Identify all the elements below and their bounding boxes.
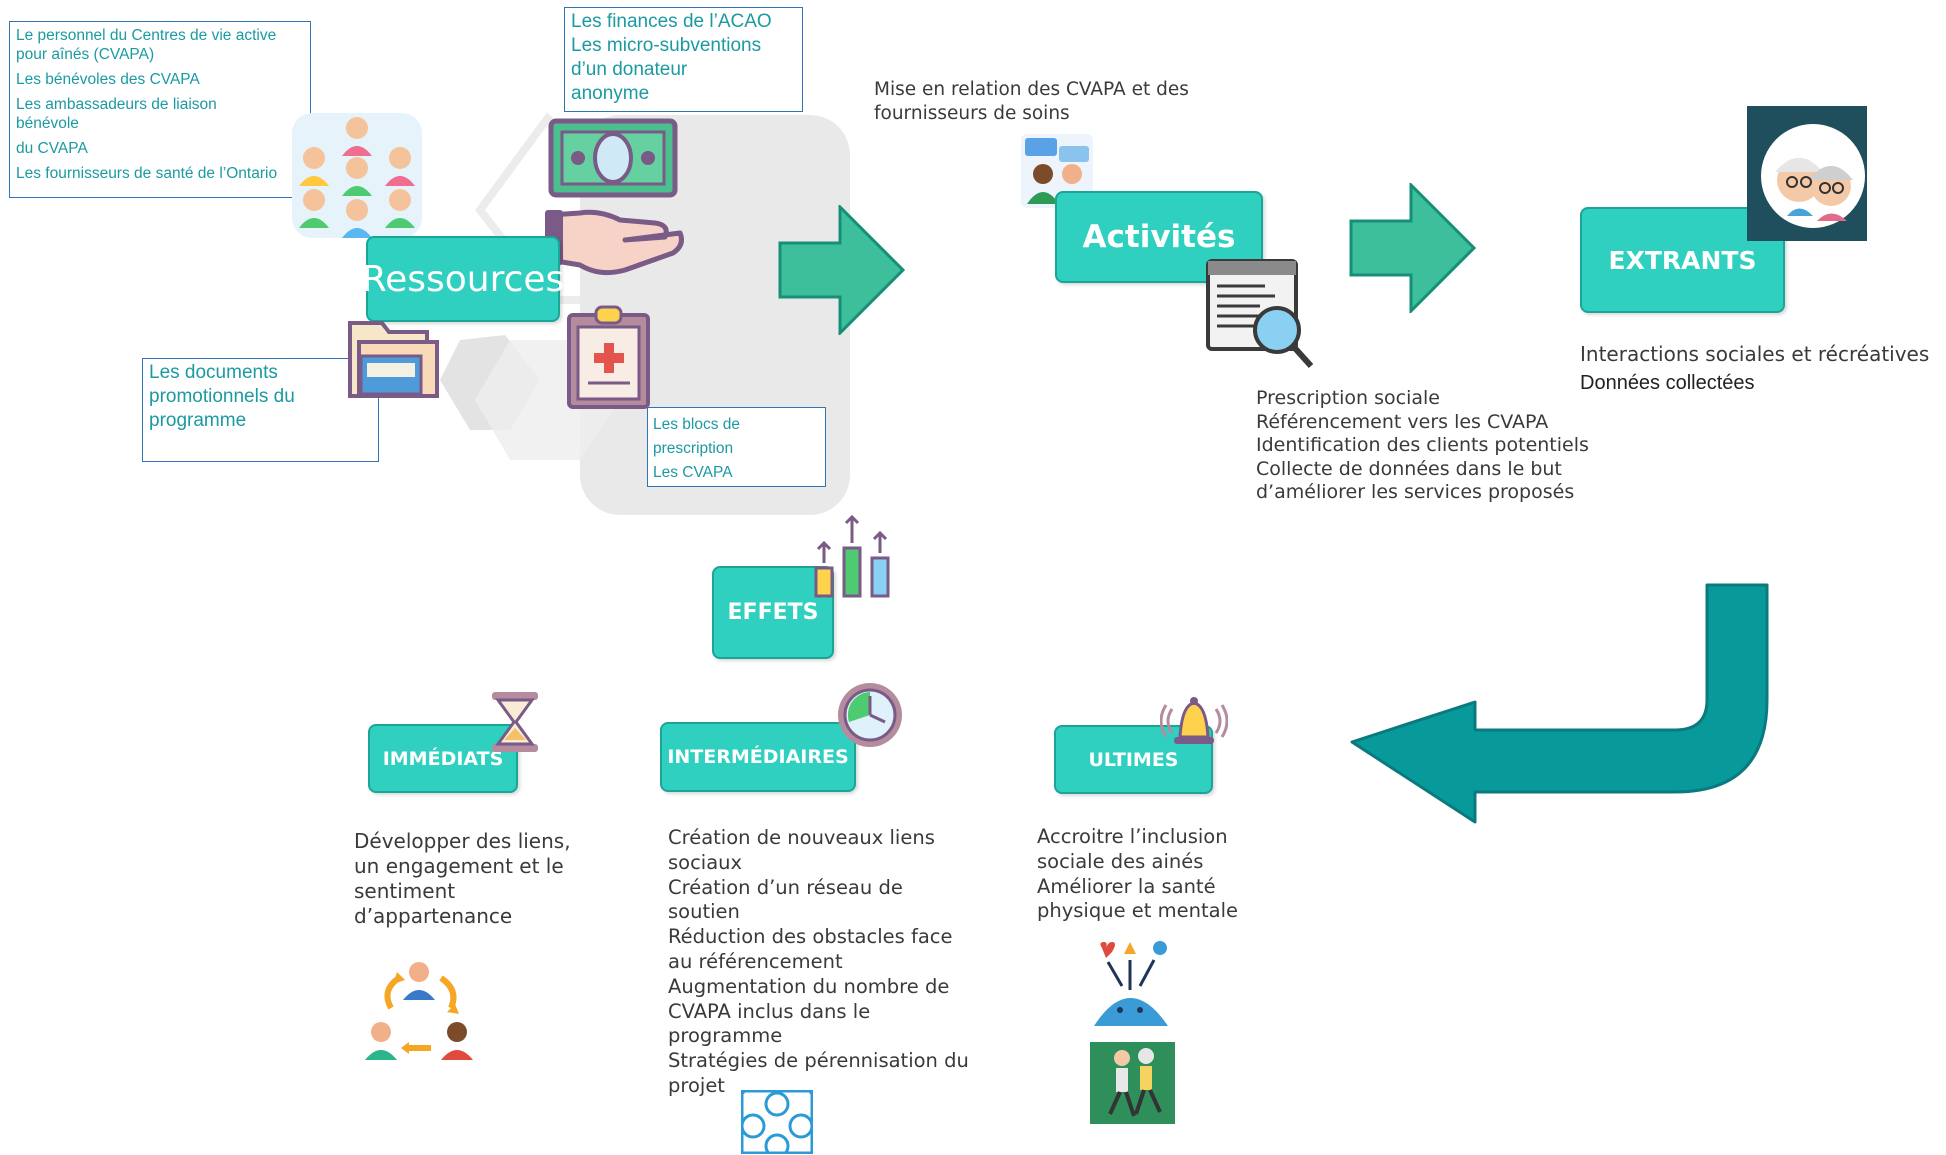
intermediate-line-11: projet xyxy=(668,1073,725,1097)
activities-line-1: Prescription sociale xyxy=(1256,387,1440,409)
ultimate-label-text: ULTIMES xyxy=(1088,748,1179,771)
joy-icon xyxy=(1094,941,1168,1026)
seniors-avatar-icon xyxy=(1747,106,1867,241)
intermediate-line-4: soutien xyxy=(668,900,740,924)
intermediate-label-text: INTERMÉDIAIRES xyxy=(667,746,849,768)
prescription-text: Les blocs de prescription Les CVAPA xyxy=(653,413,740,485)
chat-people-icon xyxy=(1021,134,1093,208)
activities-intro-line-1: Mise en relation des CVAPA et des xyxy=(874,79,1189,100)
clipboard-medical-icon xyxy=(567,305,650,409)
resources-label: Ressources xyxy=(362,236,564,322)
clock-icon xyxy=(838,683,902,747)
intermediate-text: Création de nouveaux liens sociaux Créat… xyxy=(668,826,969,1099)
immediate-label-text: IMMÉDIATS xyxy=(382,747,504,770)
intermediate-line-9: programme xyxy=(668,1024,783,1048)
immediate-line-3: sentiment xyxy=(354,879,456,903)
resources-people-box xyxy=(9,21,311,198)
prescription-line-1: Les blocs de xyxy=(653,416,741,433)
immediate-text: Développer des liens, un engagement et l… xyxy=(354,829,571,929)
intermediate-line-8: CVAPA inclus dans le xyxy=(668,999,871,1023)
finances-text: Les finances de l’ACAO Les micro-subvent… xyxy=(571,10,803,106)
immediate-line-1: Développer des liens, xyxy=(354,829,571,853)
ultimate-text: Accroitre l’inclusion sociale des ainés … xyxy=(1037,825,1238,924)
intermediate-line-3: Création d’un réseau de xyxy=(668,875,903,899)
resources-people-list: Le personnel du Centres de vie active po… xyxy=(16,26,306,183)
network-people-icon xyxy=(741,1090,813,1154)
activities-list: Prescription sociale Référencement vers … xyxy=(1256,387,1589,505)
resources-label-text: Ressources xyxy=(361,258,565,300)
documents-text: Les documents promotionnels du programme xyxy=(149,361,295,433)
documents-line-3: programme xyxy=(149,410,247,431)
activities-intro: Mise en relation des CVAPA et des fourni… xyxy=(874,78,1189,126)
people-line-2: pour aînés (CVAPA) xyxy=(16,46,155,63)
arrow-outputs-to-effects xyxy=(1350,583,1769,824)
running-seniors-icon xyxy=(1090,1042,1175,1124)
ultimate-line-4: physique et mentale xyxy=(1037,899,1238,923)
finances-line-3: d’un donateur xyxy=(571,59,688,80)
intermediate-line-1: Création de nouveaux liens xyxy=(668,826,935,849)
folder-icon xyxy=(348,321,439,398)
intermediate-label: INTERMÉDIAIRES xyxy=(660,722,856,792)
activities-intro-line-2: fournisseurs de soins xyxy=(874,103,1070,124)
prescription-box xyxy=(647,407,826,487)
people-line-5: bénévole xyxy=(16,115,79,132)
effects-label-text: EFFETS xyxy=(727,600,819,625)
activities-line-2: Référencement vers les CVAPA xyxy=(1256,410,1549,433)
activities-line-4: Collecte de données dans le but xyxy=(1256,457,1562,480)
growth-chart-icon xyxy=(814,514,890,598)
monitor-search-icon xyxy=(1206,259,1314,369)
immediate-line-2: un engagement et le xyxy=(354,854,564,878)
arrow-activities-to-outputs xyxy=(1349,183,1477,313)
finances-box xyxy=(564,7,803,112)
people-group-icon xyxy=(292,113,422,238)
money-bill-icon xyxy=(548,118,678,198)
people-line-1: Le personnel du Centres de vie active xyxy=(16,27,277,44)
arrow-resources-to-activities xyxy=(778,205,906,335)
outputs-line-2: Données collectées xyxy=(1580,372,1755,394)
people-line-7: Les fournisseurs de santé de l’Ontario xyxy=(16,165,278,182)
bell-icon xyxy=(1160,697,1228,744)
outputs-line-1: Interactions sociales et récréatives xyxy=(1580,342,1930,366)
people-line-6: du CVAPA xyxy=(16,140,88,157)
outputs-label: EXTRANTS xyxy=(1580,207,1785,313)
effects-label: EFFETS xyxy=(712,566,834,659)
intermediate-line-7: Augmentation du nombre de xyxy=(668,974,950,998)
ultimate-line-1: Accroitre l’inclusion xyxy=(1037,825,1228,848)
finances-line-4: anonyme xyxy=(571,83,650,104)
cycle-people-icon xyxy=(365,962,473,1060)
activities-label-text: Activités xyxy=(1082,219,1236,255)
intermediate-line-5: Réduction des obstacles face xyxy=(668,925,953,949)
intermediate-line-10: Stratégies de pérennisation du xyxy=(668,1049,969,1073)
documents-box xyxy=(142,358,379,462)
ultimate-line-3: Améliorer la santé xyxy=(1037,874,1216,898)
activities-line-3: Identification des clients potentiels xyxy=(1256,434,1589,456)
activities-line-5: d’améliorer les services proposés xyxy=(1256,481,1575,503)
people-line-4: Les ambassadeurs de liaison xyxy=(16,96,217,113)
outputs-label-text: EXTRANTS xyxy=(1608,245,1757,275)
prescription-line-2: prescription xyxy=(653,440,734,457)
people-line-3: Les bénévoles des CVAPA xyxy=(16,71,200,88)
documents-line-1: Les documents xyxy=(149,362,278,383)
finances-line-2: Les micro-subventions xyxy=(571,35,762,56)
documents-line-2: promotionnels du xyxy=(149,386,295,407)
hourglass-icon xyxy=(492,692,538,752)
intermediate-line-2: sociaux xyxy=(668,850,743,874)
immediate-label: IMMÉDIATS xyxy=(368,724,518,793)
immediate-line-4: d’appartenance xyxy=(354,904,513,928)
ultimate-line-2: sociale des ainés xyxy=(1037,849,1204,873)
hand-icon xyxy=(545,209,684,276)
prescription-line-3: Les CVAPA xyxy=(653,464,733,481)
intermediate-line-6: au référencement xyxy=(668,949,843,973)
finances-line-1: Les finances de l’ACAO xyxy=(571,11,772,32)
